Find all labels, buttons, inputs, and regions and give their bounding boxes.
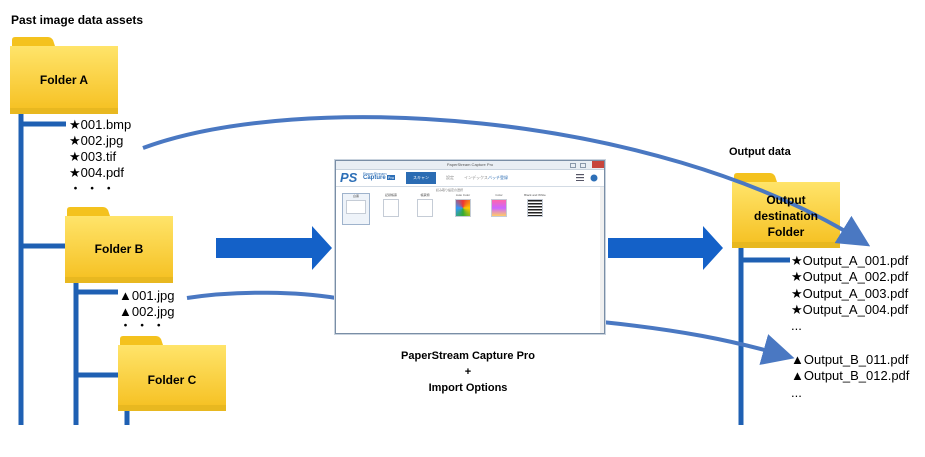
- curve-b-to-center: [186, 290, 337, 300]
- document-icon: [383, 199, 399, 217]
- profile-label: 白黒: [352, 194, 359, 198]
- document-icon: [346, 200, 366, 214]
- output-file-item: ★Output_A_001.pdf: [791, 253, 909, 268]
- auto-color-icon: [455, 199, 471, 217]
- caption-line: +: [464, 366, 472, 378]
- block-arrow-right: [608, 226, 723, 270]
- help-icon: [590, 174, 598, 182]
- output-file-item: ★Output_A_004.pdf: [791, 302, 909, 317]
- bw-doc-icon: [527, 199, 543, 217]
- caption-line: Import Options: [428, 382, 508, 394]
- profile-item: Color: [486, 193, 512, 223]
- profile-item: 記録帳票: [378, 193, 404, 223]
- app-body: 読み取り設定の選択 白黒 記録帳票 帳票類 Auto Color Color B…: [336, 187, 604, 333]
- app-screenshot: PaperStream Capture Pro PS PaperStream C…: [335, 160, 605, 334]
- center-caption: PaperStream Capture Pro + Import Options: [368, 348, 568, 396]
- file-a-ellipsis: ・ ・ ・: [69, 181, 116, 196]
- output-file-item: ★Output_A_003.pdf: [791, 286, 909, 301]
- output-file-item: ★Output_A_002.pdf: [791, 269, 909, 284]
- app-logo-text: PaperStream Capture Pro: [363, 171, 396, 181]
- output-folder-icon: [732, 173, 840, 248]
- output-folder-line: Folder: [767, 225, 805, 239]
- output-heading: Output data: [729, 146, 791, 158]
- profile-item: Black and White: [522, 193, 548, 223]
- logo-small: PaperStream: [363, 171, 387, 176]
- profile-label: Black and White: [524, 193, 546, 197]
- output-file-ellipsis: ...: [791, 318, 802, 333]
- folder-b-label: Folder B: [94, 242, 144, 256]
- profile-item: 帳票類: [412, 193, 438, 223]
- tab-index: インデックス: [464, 175, 488, 180]
- profile-label: Auto Color: [455, 193, 471, 197]
- logo-big: Capture: [363, 175, 386, 181]
- file-b-item: ▲001.jpg: [119, 288, 175, 303]
- block-arrow-left: [216, 226, 332, 270]
- file-b-ellipsis: ・ ・ ・: [119, 318, 166, 333]
- curve-center-to-b: [601, 320, 795, 365]
- output-folder-line: destination: [753, 209, 818, 223]
- profile-label: 記録帳票: [384, 193, 397, 197]
- folder-c-icon: [118, 336, 226, 411]
- output-file-item: ▲Output_B_011.pdf: [791, 352, 909, 367]
- page-heading: Past image data assets: [11, 13, 144, 27]
- profile-label: 帳票類: [420, 193, 430, 197]
- color-doc-icon: [491, 199, 507, 217]
- app-logo-icon: PS: [340, 170, 358, 185]
- menu-icon: [576, 174, 584, 181]
- maximize-icon: [580, 163, 586, 168]
- profile-item: Auto Color: [450, 193, 476, 223]
- file-a-item: ★004.pdf: [69, 165, 125, 180]
- tab-scan: スキャン: [406, 172, 436, 184]
- profile-item: 白黒: [342, 193, 370, 225]
- output-folder-line: Output: [766, 193, 806, 207]
- folder-c-label: Folder C: [147, 373, 197, 387]
- output-folder-label: Output destination Folder: [732, 192, 840, 240]
- profile-label: Color: [495, 193, 503, 197]
- file-b-item: ▲002.jpg: [119, 304, 175, 319]
- file-a-item: ★003.tif: [69, 149, 117, 164]
- minimize-icon: [570, 163, 576, 168]
- curve-arrow-a: [142, 115, 871, 247]
- app-scrollbar: [600, 187, 604, 333]
- app-window-title: PaperStream Capture Pro: [446, 162, 494, 167]
- close-icon: [592, 161, 604, 168]
- file-a-item: ★001.bmp: [69, 117, 132, 132]
- tab-batch: バッチ登録: [488, 175, 508, 180]
- folder-a-icon: [10, 37, 118, 114]
- logo-badge: Pro: [386, 175, 396, 180]
- profile-section-label: 読み取り設定の選択: [436, 188, 464, 192]
- tree-lines: [18, 112, 790, 425]
- folder-a-label: Folder A: [39, 73, 89, 87]
- app-titlebar: PaperStream Capture Pro: [336, 161, 604, 170]
- tab-settings: 設定: [446, 175, 454, 180]
- output-file-item: ▲Output_B_012.pdf: [791, 368, 910, 383]
- file-a-item: ★002.jpg: [69, 133, 124, 148]
- folder-b-icon: [65, 207, 173, 283]
- app-ribbon: PS PaperStream Capture Pro スキャン 設定 インデック…: [336, 170, 604, 187]
- output-file-ellipsis: ...: [791, 385, 802, 400]
- caption-line: PaperStream Capture Pro: [401, 350, 535, 362]
- document-icon: [417, 199, 433, 217]
